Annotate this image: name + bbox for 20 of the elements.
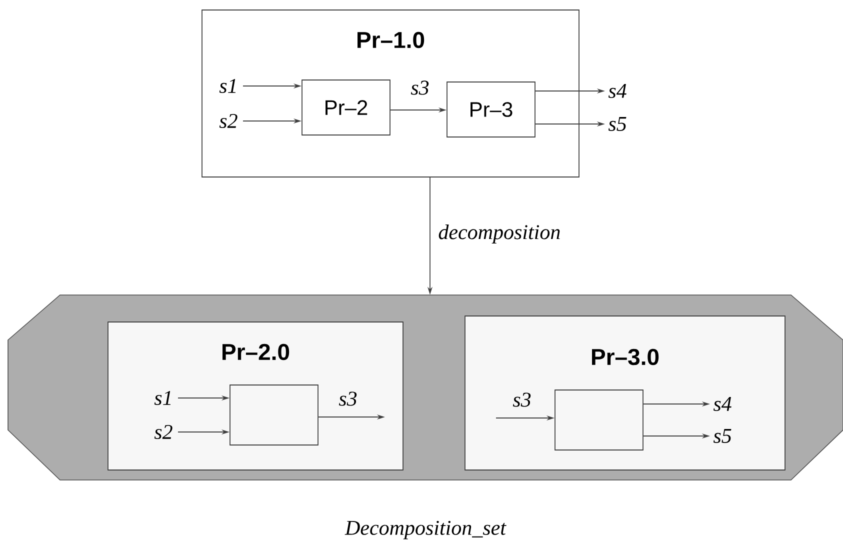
process-title: Pr–1.0: [358, 32, 424, 48]
signal-label: s2: [154, 424, 172, 440]
process-box: Pr–3: [446, 82, 536, 138]
signal-label: s4: [608, 84, 626, 98]
signal-label: decomposition: [438, 224, 560, 244]
signal-label: s3: [338, 392, 357, 406]
signal-label: s1: [219, 78, 236, 94]
signal-label: s4: [713, 397, 732, 412]
process-title: Pr–3.0: [592, 348, 659, 366]
signal-label: s5: [608, 117, 626, 131]
empty-box: [554, 390, 644, 450]
signal-label: s5: [713, 429, 732, 443]
signal-label: s3: [410, 80, 429, 95]
signal-label: s3: [512, 392, 531, 407]
process-title: Pr–2.0: [222, 344, 290, 360]
empty-box: [230, 384, 318, 446]
band-caption: Decomposition_set: [344, 520, 506, 540]
process-box: Pr–2: [302, 80, 390, 136]
signal-label: s2: [219, 114, 238, 128]
signal-label: s1: [154, 390, 171, 406]
